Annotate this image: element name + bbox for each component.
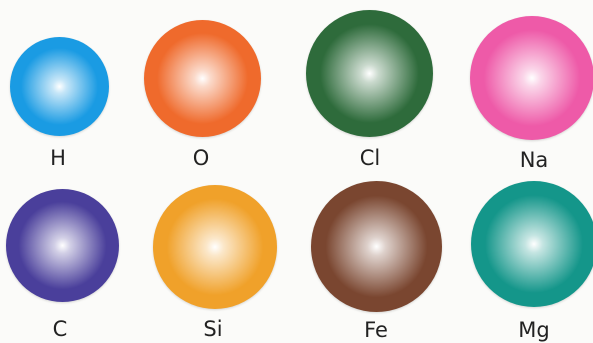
silicon-sphere: [153, 185, 277, 309]
silicon-label: Si: [173, 317, 253, 341]
oxygen-sphere: [144, 20, 261, 137]
iron-sphere: [311, 181, 442, 312]
iron-label: Fe: [336, 318, 416, 342]
chlorine-sphere: [306, 10, 433, 137]
sodium-label: Na: [494, 148, 574, 172]
carbon-label: C: [20, 317, 100, 341]
carbon-sphere: [6, 189, 119, 302]
oxygen-label: O: [161, 146, 241, 170]
hydrogen-label: H: [18, 146, 98, 170]
magnesium-sphere: [471, 181, 593, 307]
hydrogen-sphere: [10, 37, 109, 136]
magnesium-label: Mg: [494, 318, 574, 342]
sodium-sphere: [470, 16, 593, 140]
chlorine-label: Cl: [330, 146, 410, 170]
